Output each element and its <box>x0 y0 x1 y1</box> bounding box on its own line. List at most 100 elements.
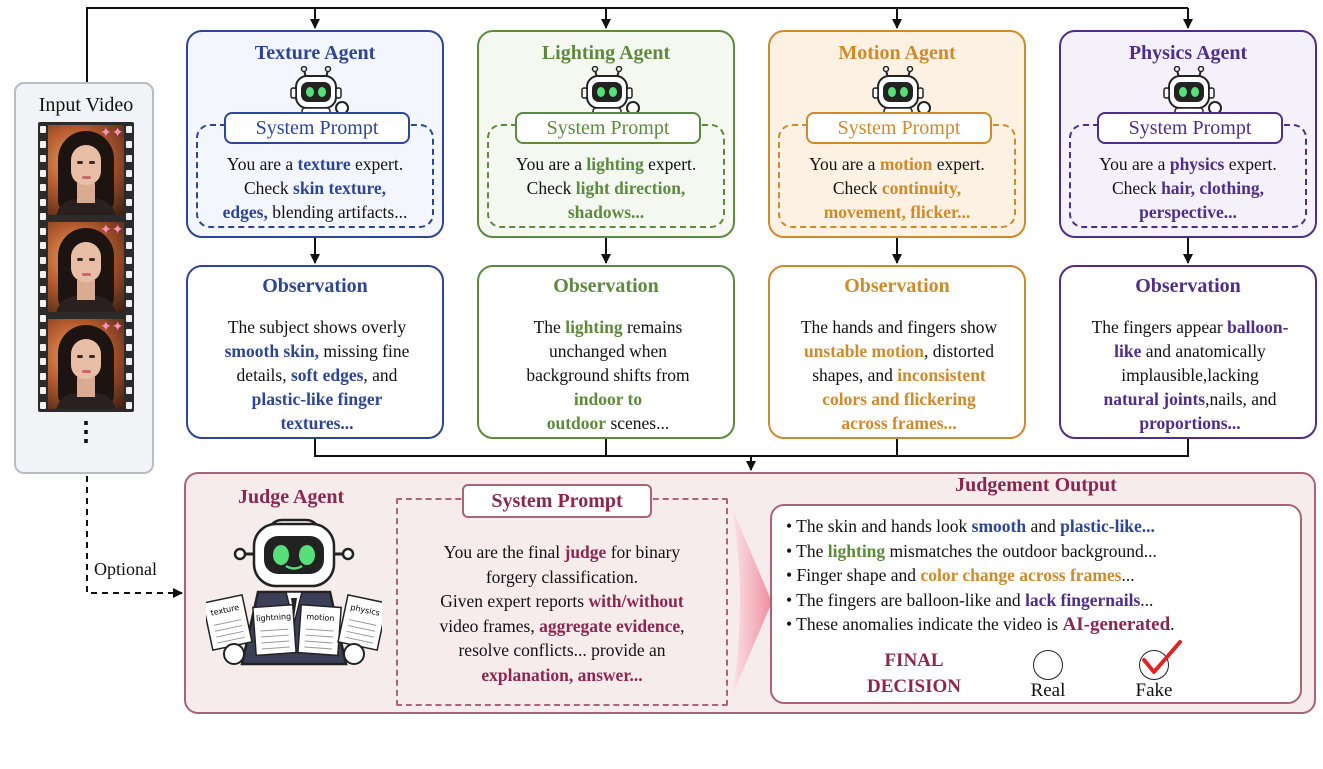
highlight-term: textures... <box>280 413 354 433</box>
text-line: perspective... <box>1073 200 1303 224</box>
judge-system-prompt-label: System Prompt <box>462 484 652 518</box>
text-segment: video frames, <box>439 615 540 636</box>
film-perforation <box>126 169 132 177</box>
text-segment: ... <box>1121 565 1135 585</box>
film-perforation <box>126 401 132 409</box>
robot-icon <box>581 66 640 116</box>
film-perforation <box>126 343 132 351</box>
system-prompt-text: You are a motion expert.Check continuity… <box>782 152 1012 224</box>
observation-title: Observation <box>1135 275 1241 297</box>
text-segment: ... <box>1140 589 1154 610</box>
judgement-output-title: Judgement Output <box>955 474 1117 496</box>
text-segment: • Finger shape and <box>786 565 921 585</box>
input-video-panel: Input Video ✦✦✦✦✦✦ ⋮ <box>14 82 154 474</box>
film-perforation <box>40 300 46 307</box>
text-line: background shifts from <box>491 363 725 387</box>
text-segment: mismatches the outdoor background... <box>885 540 1157 561</box>
report-paper-label: lightning <box>256 612 292 623</box>
text-line: like and anatomically <box>1073 339 1307 363</box>
film-perforation <box>40 329 46 336</box>
highlight-term: edges, <box>222 202 268 222</box>
observation-title: Observation <box>844 275 950 297</box>
judgement-bullet: • The lighting mismatches the outdoor ba… <box>786 539 1157 563</box>
judgement-output-box: • The skin and hands look smooth and pla… <box>770 504 1302 704</box>
text-segment: scenes... <box>606 413 670 433</box>
text-line: You are a lighting expert. <box>491 152 721 176</box>
text-segment: expert. <box>643 154 697 174</box>
highlight-term: lighting <box>586 154 644 174</box>
text-segment: You are a <box>515 154 587 174</box>
film-perforation <box>40 358 46 365</box>
text-segment: resolve conflicts... provide an <box>458 640 666 660</box>
highlight-term: smooth <box>971 516 1027 536</box>
film-perforation <box>40 256 46 264</box>
final-decision-line2: DECISION <box>867 676 961 697</box>
text-segment: Check <box>1111 178 1162 198</box>
agent-title: Motion Agent <box>838 42 956 64</box>
text-line: You are a texture expert. <box>200 152 430 176</box>
text-line: The lighting remains <box>491 315 725 339</box>
final-decision-label: FINAL DECISION <box>854 648 974 700</box>
film-perforation <box>40 126 46 133</box>
text-segment: implausible,lacking <box>1121 365 1259 385</box>
text-line: natural joints,nails, and <box>1073 387 1307 411</box>
text-segment: The <box>533 317 566 337</box>
text-line: outdoor scenes... <box>491 411 725 435</box>
film-perforation <box>40 155 46 162</box>
highlight-term: explanation, answer... <box>481 664 643 685</box>
film-perforation <box>40 227 46 235</box>
report-paper-label: motion <box>306 612 335 623</box>
highlight-term: perspective... <box>1139 202 1237 222</box>
system-prompt-text: You are a physics expert.Check hair, clo… <box>1073 152 1303 224</box>
text-line: edges, blending artifacts... <box>200 200 430 224</box>
text-segment: for binary <box>606 542 681 562</box>
film-perforation <box>126 198 132 206</box>
text-segment: Given expert reports <box>440 591 589 611</box>
text-line: smooth skin, missing fine <box>200 339 434 363</box>
film-perforation <box>40 387 46 394</box>
text-segment: You are a <box>809 154 880 174</box>
text-line: across frames... <box>782 411 1016 435</box>
highlight-term: inconsistent <box>897 365 986 385</box>
video-frame-thumbnail: ✦✦ <box>48 222 124 312</box>
text-line: Check light direction, <box>491 176 721 200</box>
text-line: forgery classification. <box>404 565 720 590</box>
text-line: textures... <box>200 411 434 435</box>
text-line: Check skin texture, <box>200 176 430 200</box>
film-perforation <box>40 372 46 380</box>
robot-icon <box>1163 66 1222 116</box>
highlight-term: AI-generated <box>1062 614 1171 635</box>
text-line: Check continuity, <box>782 176 1012 200</box>
film-perforation <box>40 343 46 351</box>
text-line: You are a physics expert. <box>1073 152 1303 176</box>
text-segment: The subject shows overly <box>227 317 407 337</box>
highlight-term: balloon- <box>1227 317 1289 337</box>
film-perforation <box>126 300 132 307</box>
text-line: Check hair, clothing, <box>1073 176 1303 200</box>
text-segment: missing fine <box>318 341 410 361</box>
check-mark-icon <box>1142 640 1182 674</box>
highlight-term: proportions... <box>1139 413 1241 433</box>
text-line: You are a motion expert. <box>782 152 1012 176</box>
highlight-term: plastic-like finger <box>251 389 383 409</box>
highlight-term: outdoor <box>546 413 607 433</box>
highlight-term: hair, clothing, <box>1161 178 1264 198</box>
video-frame-thumbnail: ✦✦ <box>48 125 124 215</box>
text-segment: shapes, and <box>812 365 898 385</box>
text-line: video frames, aggregate evidence, <box>404 614 720 639</box>
text-segment: , and <box>363 365 398 385</box>
text-segment: details, <box>236 365 291 385</box>
highlight-term: lighting <box>565 317 623 337</box>
text-segment: . <box>1170 614 1175 634</box>
agent-title: Texture Agent <box>254 42 376 64</box>
film-perforation <box>126 184 132 191</box>
highlight-term: physics <box>1169 154 1225 174</box>
